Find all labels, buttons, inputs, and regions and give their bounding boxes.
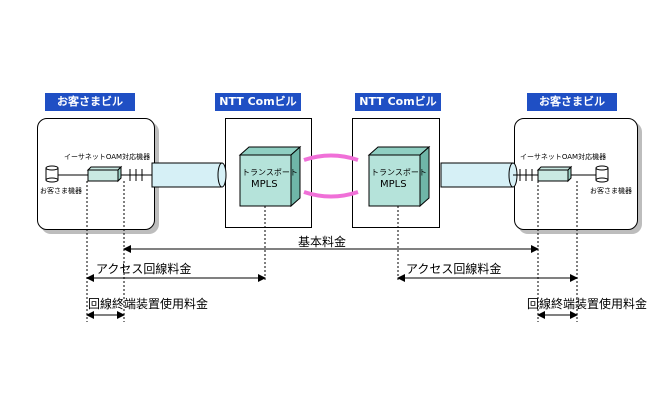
boundary-dashes <box>86 181 578 322</box>
header-ntt-building-left: NTT Comビル <box>215 93 301 111</box>
mpls-label-left: MPLS <box>251 179 278 190</box>
access-charge-label-right: アクセス回線料金 <box>406 262 502 276</box>
transport-label-right: トランスポート <box>371 168 427 177</box>
mpls-label-right: MPLS <box>380 179 407 190</box>
transport-label-left: トランスポート <box>242 168 298 177</box>
header-customer-building-left: お客さまビル <box>45 93 135 111</box>
oam-device-label-left: イーサネットOAM対応機器 <box>64 153 151 161</box>
access-pipe-right <box>440 162 518 188</box>
transport-mpls-cube-right <box>367 145 431 208</box>
header-ntt-building-right: NTT Comビル <box>355 93 441 111</box>
core-link-upper <box>303 153 359 162</box>
customer-equipment-left <box>45 165 59 183</box>
access-charge-label-left: アクセス回線料金 <box>96 262 192 276</box>
oam-device-label-right: イーサネットOAM対応機器 <box>520 153 607 161</box>
transport-mpls-cube-left <box>238 145 302 208</box>
customer-equipment-right <box>595 165 609 183</box>
customer-equipment-label-left: お客さま機器 <box>40 187 82 195</box>
oam-device-left <box>86 165 123 183</box>
header-customer-building-right: お客さまビル <box>527 93 617 111</box>
terminal-charge-label-right: 回線終端装置使用料金 <box>527 297 648 311</box>
access-pipe-left <box>151 162 227 188</box>
connector-ticks-right <box>519 169 533 181</box>
basic-charge-label: 基本料金 <box>298 235 347 249</box>
connector-ticks-left <box>129 169 143 181</box>
terminal-charge-label-left: 回線終端装置使用料金 <box>88 297 209 311</box>
core-link-lower <box>303 190 359 199</box>
oam-device-right <box>536 165 573 183</box>
customer-equipment-label-right: お客さま機器 <box>590 187 632 195</box>
